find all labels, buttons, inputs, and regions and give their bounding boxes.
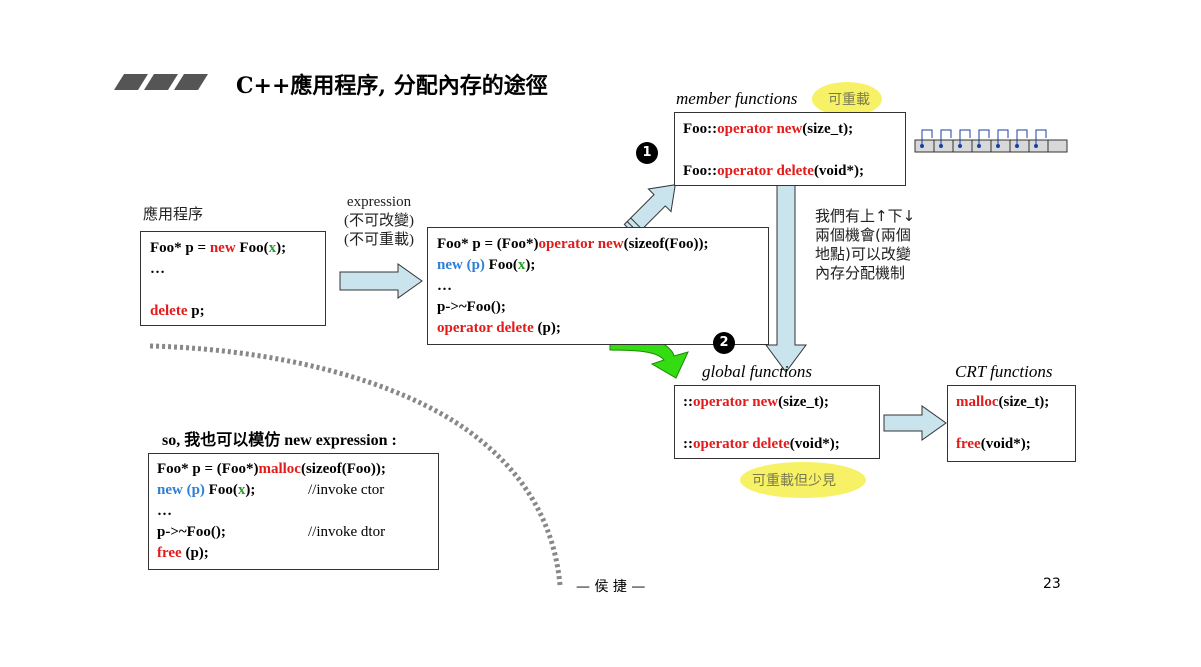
expression-note: expression (不可改變) (不可重載): [344, 194, 414, 248]
title-bar-block-3: [174, 74, 208, 90]
global-functions-box: ::operator new(size_t); ::operator delet…: [674, 385, 880, 459]
app-label: 應用程序: [143, 205, 204, 223]
arrow-member-to-global: [765, 184, 807, 373]
title-bar-block-1: [114, 74, 148, 90]
expression-code-box: Foo* p = (Foo*)operator new(sizeof(Foo))…: [427, 227, 769, 345]
mimic-code-box: Foo* p = (Foo*)malloc(sizeof(Foo)); new …: [148, 453, 439, 570]
highlight-global-overload: [740, 462, 866, 498]
marker-2: 2: [713, 332, 735, 354]
page-number: 23: [1043, 576, 1061, 592]
title-bar-block-2: [144, 74, 178, 90]
global-functions-label: global functions: [702, 362, 813, 381]
dotted-divider-curve: [149, 343, 563, 586]
highlight-member-overload: [812, 82, 882, 116]
arrow-global-to-crt: [883, 405, 947, 441]
memory-block-strip: [914, 129, 1068, 153]
crt-functions-box: malloc(size_t); free(void*);: [947, 385, 1076, 462]
member-functions-label: member functions: [676, 89, 798, 108]
chance-note: 我們有上↑下↓ 兩個機會(兩個 地點)可以改變 內存分配機制: [815, 207, 916, 282]
author-footer: — 侯 捷 —: [576, 579, 646, 595]
app-code-box: Foo* p = new Foo(x); … delete p;: [140, 231, 326, 326]
page-title: C++應用程序, 分配內存的途徑: [236, 73, 548, 99]
member-overload-note: 可重載: [828, 92, 870, 108]
marker-1: 1: [636, 142, 658, 164]
member-functions-box: Foo::operator new(size_t); Foo::operator…: [674, 112, 906, 186]
mimic-heading: so, 我也可以模仿 new expression :: [162, 432, 397, 449]
arrow-app-to-expression: [339, 263, 423, 299]
global-overload-note: 可重載但少見: [752, 473, 836, 489]
crt-functions-label: CRT functions: [955, 362, 1053, 381]
